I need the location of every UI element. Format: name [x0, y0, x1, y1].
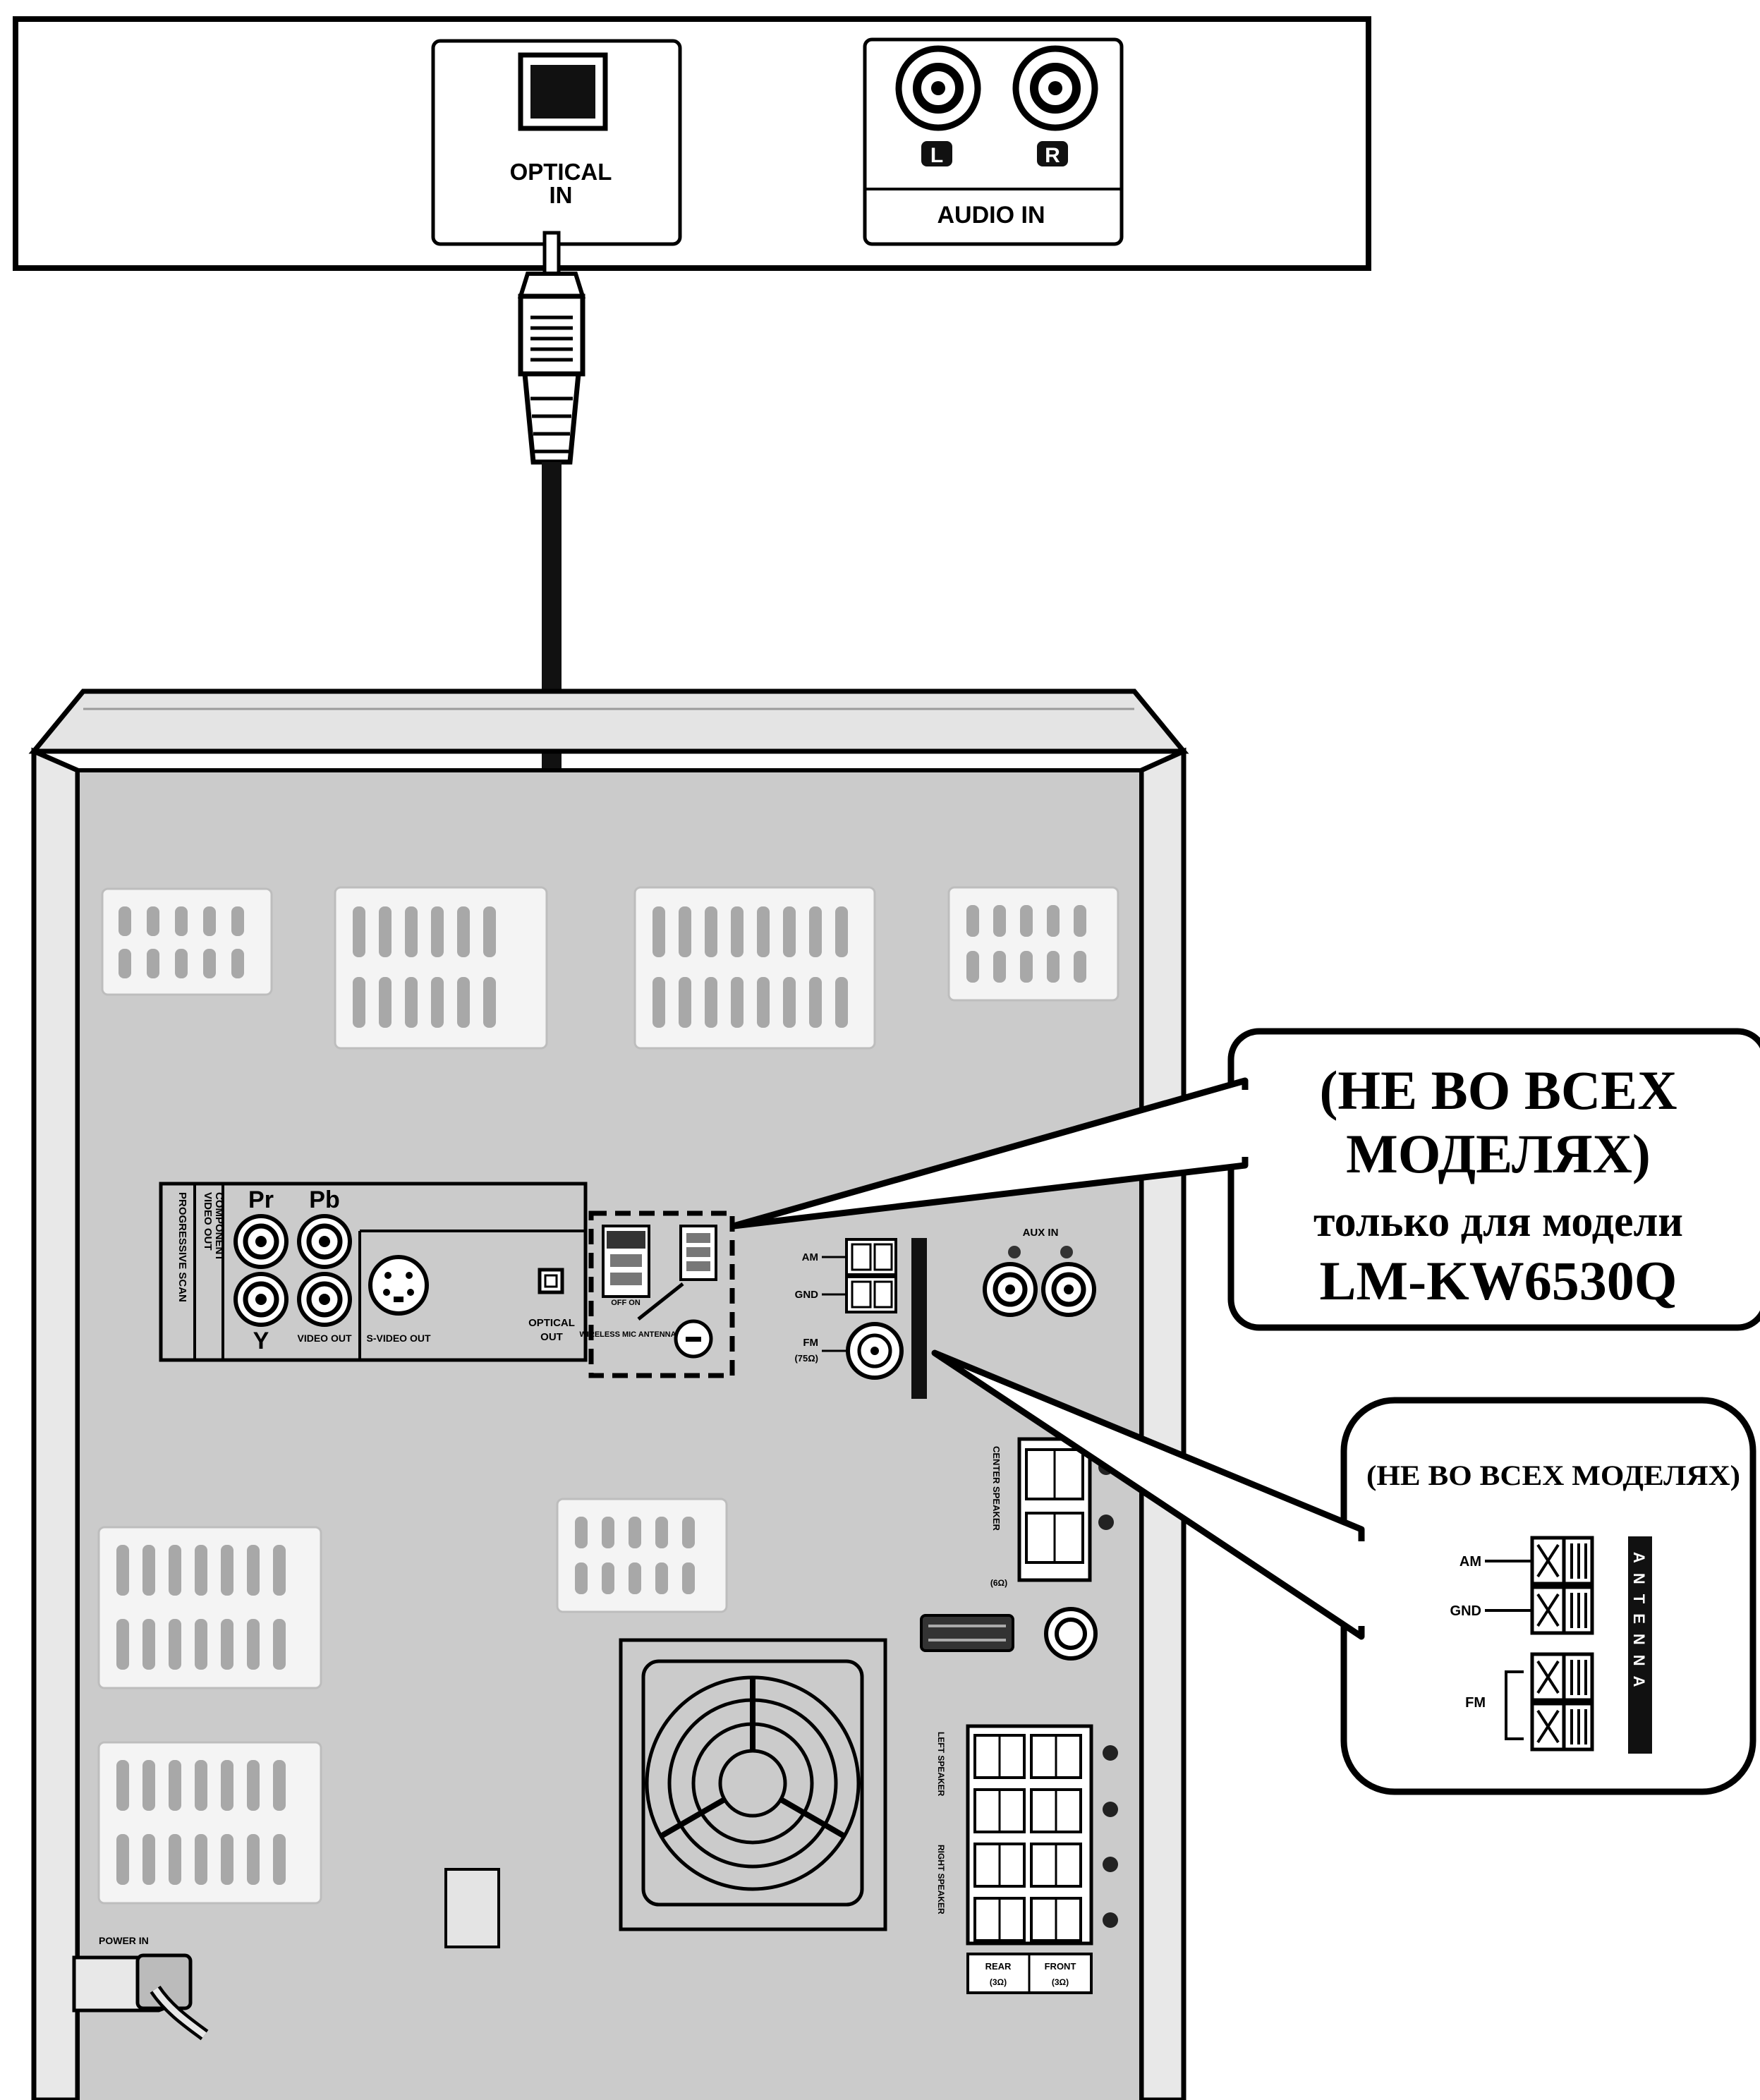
optical-out-label-2: OUT — [540, 1331, 563, 1343]
rear-label: REAR — [985, 1961, 1012, 1972]
optical-in-label: OPTICAL — [510, 159, 612, 185]
cooling-fan — [619, 1638, 887, 1931]
pr-label: Pr — [248, 1186, 274, 1213]
left-badge: L — [930, 144, 943, 167]
fm-ohm-label: (75Ω) — [794, 1353, 818, 1364]
am-label: AM — [802, 1251, 818, 1263]
callout-top-line1: (НЕ ВО ВСЕХ — [1319, 1060, 1677, 1121]
center-speaker-block: CENTER SPEAKER (6Ω) — [990, 1437, 1114, 1588]
audio-in-left-jack[interactable] — [895, 45, 981, 131]
vent-1 — [101, 887, 273, 996]
vent-7 — [97, 1741, 322, 1905]
s-video-jack[interactable] — [368, 1255, 429, 1316]
wireless-mic-module: OFF ON WIRELESS MIC ANTENNA — [579, 1210, 735, 1378]
vent-3 — [633, 886, 876, 1050]
subwoofer-connector[interactable] — [920, 1607, 1098, 1661]
vent-4 — [947, 886, 1119, 1002]
vent-2 — [334, 886, 548, 1050]
callout-fm-label: FM — [1465, 1695, 1486, 1711]
aux-in-right-jack[interactable] — [1041, 1262, 1096, 1317]
audio-in-right-jack[interactable] — [1012, 45, 1098, 131]
vent-5 — [97, 1526, 322, 1689]
center-ohm-label: (6Ω) — [990, 1578, 1007, 1588]
front-ohm-label: (3Ω) — [1052, 1977, 1069, 1987]
optical-out-label: OPTICAL — [528, 1317, 575, 1329]
callout-top: (НЕ ВО ВСЕХ МОДЕЛЯХ) только для модели L… — [730, 1028, 1760, 1331]
wireless-label: WIRELESS MIC ANTENNA — [579, 1330, 676, 1339]
callout-bottom-title: (НЕ ВО ВСЕХ МОДЕЛЯХ) — [1366, 1459, 1740, 1491]
pb-jack[interactable] — [297, 1214, 352, 1269]
optical-in-label-2: IN — [550, 182, 573, 208]
progressive-scan-label: PROGRESSIVE SCAN — [176, 1192, 188, 1302]
gnd-label: GND — [795, 1289, 819, 1301]
y-label: Y — [253, 1328, 269, 1354]
off-on-label: OFF ON — [611, 1299, 641, 1307]
callout-top-line3: только для модели — [1313, 1198, 1683, 1246]
left-speaker-label: LEFT SPEAKER — [936, 1732, 946, 1797]
fm-jack[interactable] — [846, 1322, 904, 1380]
audio-in-label: AUDIO IN — [937, 202, 1045, 229]
video-out-jack[interactable] — [297, 1272, 352, 1327]
unit-antenna-block: AM GND FM (75Ω) — [794, 1238, 927, 1399]
pb-label: Pb — [309, 1186, 339, 1213]
callout-antenna-label: ANTENNA — [1630, 1552, 1648, 1697]
rear-ohm-label: (3Ω) — [990, 1977, 1007, 1987]
component-label: COMPONENT — [213, 1192, 225, 1261]
video-output-panel: PROGRESSIVE SCAN VIDEO OUT COMPONENT Pr … — [159, 1182, 588, 1362]
power-in: POWER IN — [72, 1935, 209, 2041]
optical-in-panel: OPTICAL IN — [431, 39, 682, 246]
aux-in-label: AUX IN — [1023, 1227, 1059, 1239]
callout-gnd-label: GND — [1450, 1603, 1481, 1619]
right-badge: R — [1045, 144, 1060, 167]
right-speaker-label: RIGHT SPEAKER — [936, 1845, 946, 1914]
amplifier-unit: OPTICAL IN L R AUDIO IN — [13, 16, 1371, 271]
video-out-vertical-label: VIDEO OUT — [202, 1192, 214, 1251]
power-in-label: POWER IN — [99, 1935, 149, 1946]
pr-jack[interactable] — [233, 1214, 289, 1269]
callout-bottom: (НЕ ВО ВСЕХ МОДЕЛЯХ) AM GND FM ANTENNA — [931, 1349, 1756, 1795]
callout-am-label: AM — [1459, 1554, 1481, 1570]
label-plate — [444, 1868, 500, 1948]
amplifier-body — [13, 16, 1371, 271]
video-out-label: VIDEO OUT — [297, 1333, 351, 1344]
callout-top-line4: LM-KW6530Q — [1320, 1250, 1677, 1311]
front-label: FRONT — [1045, 1961, 1076, 1972]
center-speaker-label: CENTER SPEAKER — [991, 1446, 1002, 1531]
y-jack[interactable] — [233, 1272, 289, 1327]
callout-top-line2: МОДЕЛЯХ) — [1346, 1123, 1651, 1184]
fm-label: FM — [803, 1337, 818, 1349]
s-video-label: S-VIDEO OUT — [366, 1333, 430, 1344]
vent-grilles — [97, 886, 1119, 1905]
aux-in-left-jack[interactable] — [983, 1262, 1038, 1317]
main-speaker-block: LEFT SPEAKER RIGHT SPEAKER REAR ( — [936, 1724, 1118, 1994]
vent-6 — [556, 1498, 728, 1613]
aux-in-block: AUX IN — [983, 1227, 1096, 1317]
audio-in-panel: L R AUDIO IN — [863, 37, 1124, 246]
main-unit: PROGRESSIVE SCAN VIDEO OUT COMPONENT Pr … — [28, 688, 1189, 2100]
